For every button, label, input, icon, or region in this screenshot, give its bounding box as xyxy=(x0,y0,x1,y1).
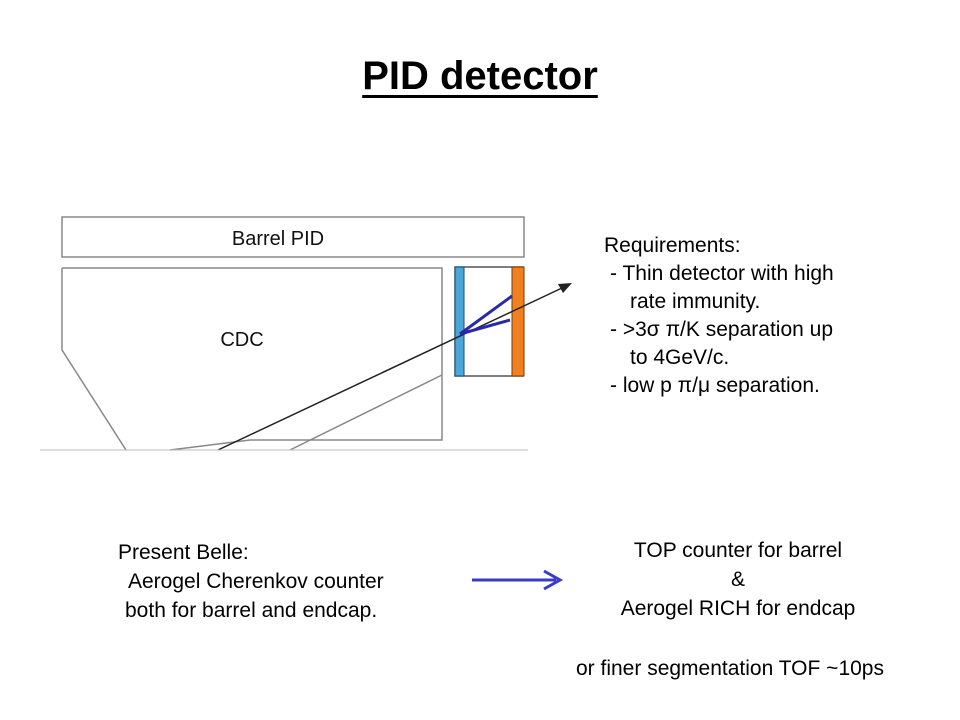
upgrade-plan-block: TOP counter for barrel & Aerogel RICH fo… xyxy=(578,536,898,623)
requirement-line: - >3σ π/K separation up xyxy=(610,318,833,341)
requirement-line: - Thin detector with high xyxy=(610,262,834,285)
barrel-pid-box xyxy=(61,216,525,258)
barrel-pid-label: Barrel PID xyxy=(232,228,324,250)
present-belle-block: Present Belle: Aerogel Cherenkov counter… xyxy=(112,538,384,625)
slide-title: PID detector xyxy=(362,54,598,98)
present-belle-line: Aerogel Cherenkov counter xyxy=(128,570,384,593)
pid-detector-diagram: Barrel PID CDC xyxy=(40,210,572,451)
tof-alternative-note: or finer segmentation TOF ~10ps xyxy=(576,657,884,680)
quartz-radiator-bar xyxy=(454,266,465,377)
present-belle-heading: Present Belle: xyxy=(118,541,249,564)
upgrade-line: & xyxy=(730,568,745,591)
requirement-line: to 4GeV/c. xyxy=(630,346,730,369)
requirement-line: rate immunity. xyxy=(630,290,761,313)
upgrade-arrow-icon xyxy=(472,569,564,591)
present-belle-line: both for barrel and endcap. xyxy=(125,599,378,622)
upgrade-line: Aerogel RICH for endcap xyxy=(620,597,856,620)
cdc-label: CDC xyxy=(220,329,263,351)
requirement-line: - low p π/μ separation. xyxy=(610,374,820,397)
secondary-track xyxy=(289,374,443,451)
cherenkov-photon-2 xyxy=(459,318,511,336)
photodetector-bar xyxy=(511,266,525,377)
particle-track-arrowhead xyxy=(558,283,572,293)
particle-track xyxy=(217,287,563,451)
requirements-heading: Requirements: xyxy=(604,234,741,257)
cherenkov-photon-1 xyxy=(459,294,513,336)
cdc-outline xyxy=(61,267,443,451)
requirements-block: Requirements: - Thin detector with high … xyxy=(604,232,834,400)
upgrade-line: TOP counter for barrel xyxy=(633,539,843,562)
